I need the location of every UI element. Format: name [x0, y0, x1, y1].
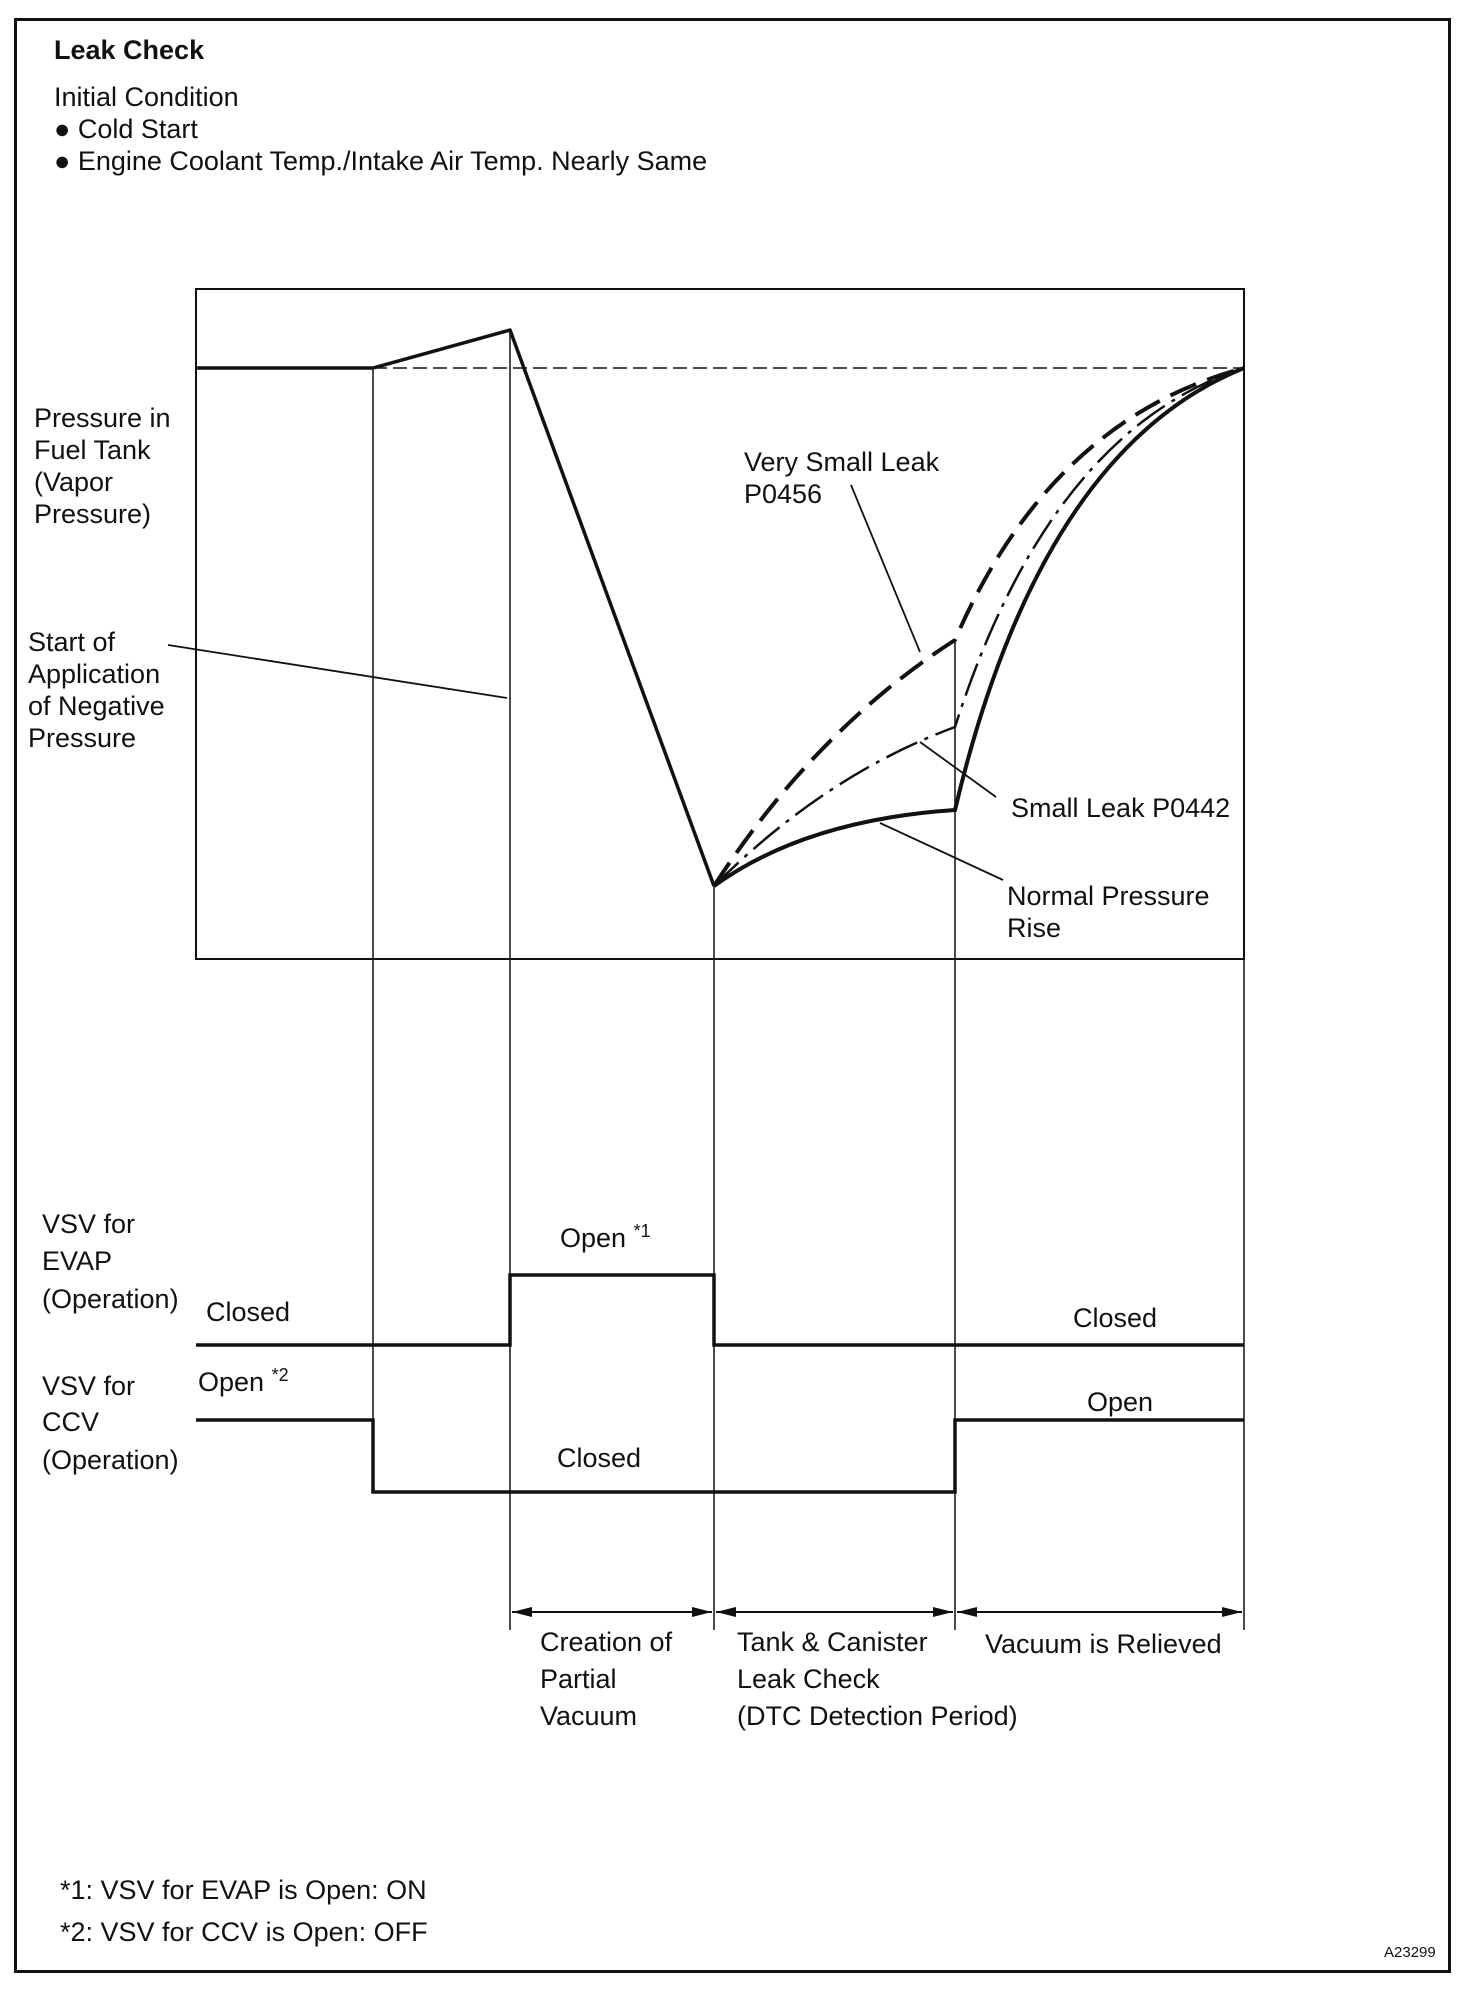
very-small-leak-code: P0456 [744, 479, 823, 509]
leader-normal-rise [879, 822, 1004, 881]
vsv-ccv-label-line: (Operation) [42, 1445, 179, 1475]
bullet-dot-icon: ● [54, 114, 71, 144]
period-2-line: Leak Check [737, 1664, 880, 1694]
pressure-label-line: Pressure) [34, 499, 152, 529]
condition-text-1: Cold Start [77, 114, 198, 144]
leader-very-small-leak [850, 484, 921, 653]
very-small-leak-line: Very Small Leak [744, 447, 940, 477]
bullet-dot-icon: ● [54, 146, 71, 176]
ccv-state-open-left: Open *2 [198, 1366, 289, 1398]
condition-bullet-2: ● Engine Coolant Temp./Intake Air Temp. … [54, 145, 707, 177]
condition-bullet-1: ● Cold Start [54, 113, 198, 145]
start-label-line: Pressure [28, 723, 137, 753]
small-leak-label: Small Leak P0442 [1011, 793, 1231, 823]
small-leak-curve [713, 366, 1245, 887]
vsv-evap-label-line: VSV for [42, 1209, 136, 1239]
period-2-line: Tank & Canister [737, 1627, 928, 1657]
leader-small-leak [919, 741, 997, 798]
condition-text-2: Engine Coolant Temp./Intake Air Temp. Ne… [77, 146, 708, 176]
figure-code: A23299 [1384, 1944, 1436, 1961]
pressure-label-line: (Vapor [34, 467, 114, 497]
very-small-leak-curve [712, 366, 1245, 888]
start-label-line: Start of [28, 627, 116, 657]
ccv-state-open-right: Open [1087, 1387, 1154, 1417]
initial-condition-heading: Initial Condition [54, 82, 239, 112]
vsv-evap-label-line: EVAP [42, 1246, 113, 1276]
period-1-line: Vacuum [540, 1701, 638, 1731]
vsv-evap-waveform [196, 1273, 1244, 1347]
normal-label-line: Normal Pressure [1007, 881, 1210, 911]
pressure-graph-box [195, 288, 1245, 960]
ccv-state-closed: Closed [557, 1443, 642, 1473]
start-label-line: of Negative [28, 691, 165, 721]
period-2-line: (DTC Detection Period) [737, 1701, 1018, 1731]
leader-start-application [167, 644, 508, 699]
evap-state-closed-left: Closed [206, 1297, 291, 1327]
figure-frame [14, 18, 1451, 1973]
normal-label-line: Rise [1007, 913, 1062, 943]
evap-open-note: *1 [633, 1221, 651, 1241]
time-guide-lines [372, 330, 1245, 1630]
period-1-line: Partial [540, 1664, 617, 1694]
evap-state-closed-right: Closed [1073, 1303, 1158, 1333]
ccv-open-text: Open [198, 1367, 265, 1397]
start-label-line: Application [28, 659, 161, 689]
pressure-label-line: Pressure in [34, 403, 171, 433]
period-1-line: Creation of [540, 1627, 673, 1657]
normal-pressure-rise-curve [712, 366, 1245, 888]
leader-lines [167, 484, 1004, 881]
pressure-curve-main [196, 328, 716, 887]
vsv-evap-label-line: (Operation) [42, 1284, 179, 1314]
vsv-ccv-waveform [196, 1418, 1244, 1494]
diagram-title: Leak Check [54, 35, 205, 65]
evap-open-text: Open [560, 1223, 627, 1253]
vsv-ccv-label-line: CCV [42, 1407, 100, 1437]
pressure-label-line: Fuel Tank [34, 435, 151, 465]
footnote-2: *2: VSV for CCV is Open: OFF [60, 1917, 428, 1947]
evap-state-open: Open *1 [560, 1222, 651, 1254]
vsv-ccv-label-line: VSV for [42, 1371, 136, 1401]
ccv-open-note: *2 [271, 1365, 289, 1385]
period-label-vacuum-relieved: Vacuum is Relieved [985, 1629, 1222, 1659]
footnote-1: *1: VSV for EVAP is Open: ON [60, 1875, 427, 1905]
